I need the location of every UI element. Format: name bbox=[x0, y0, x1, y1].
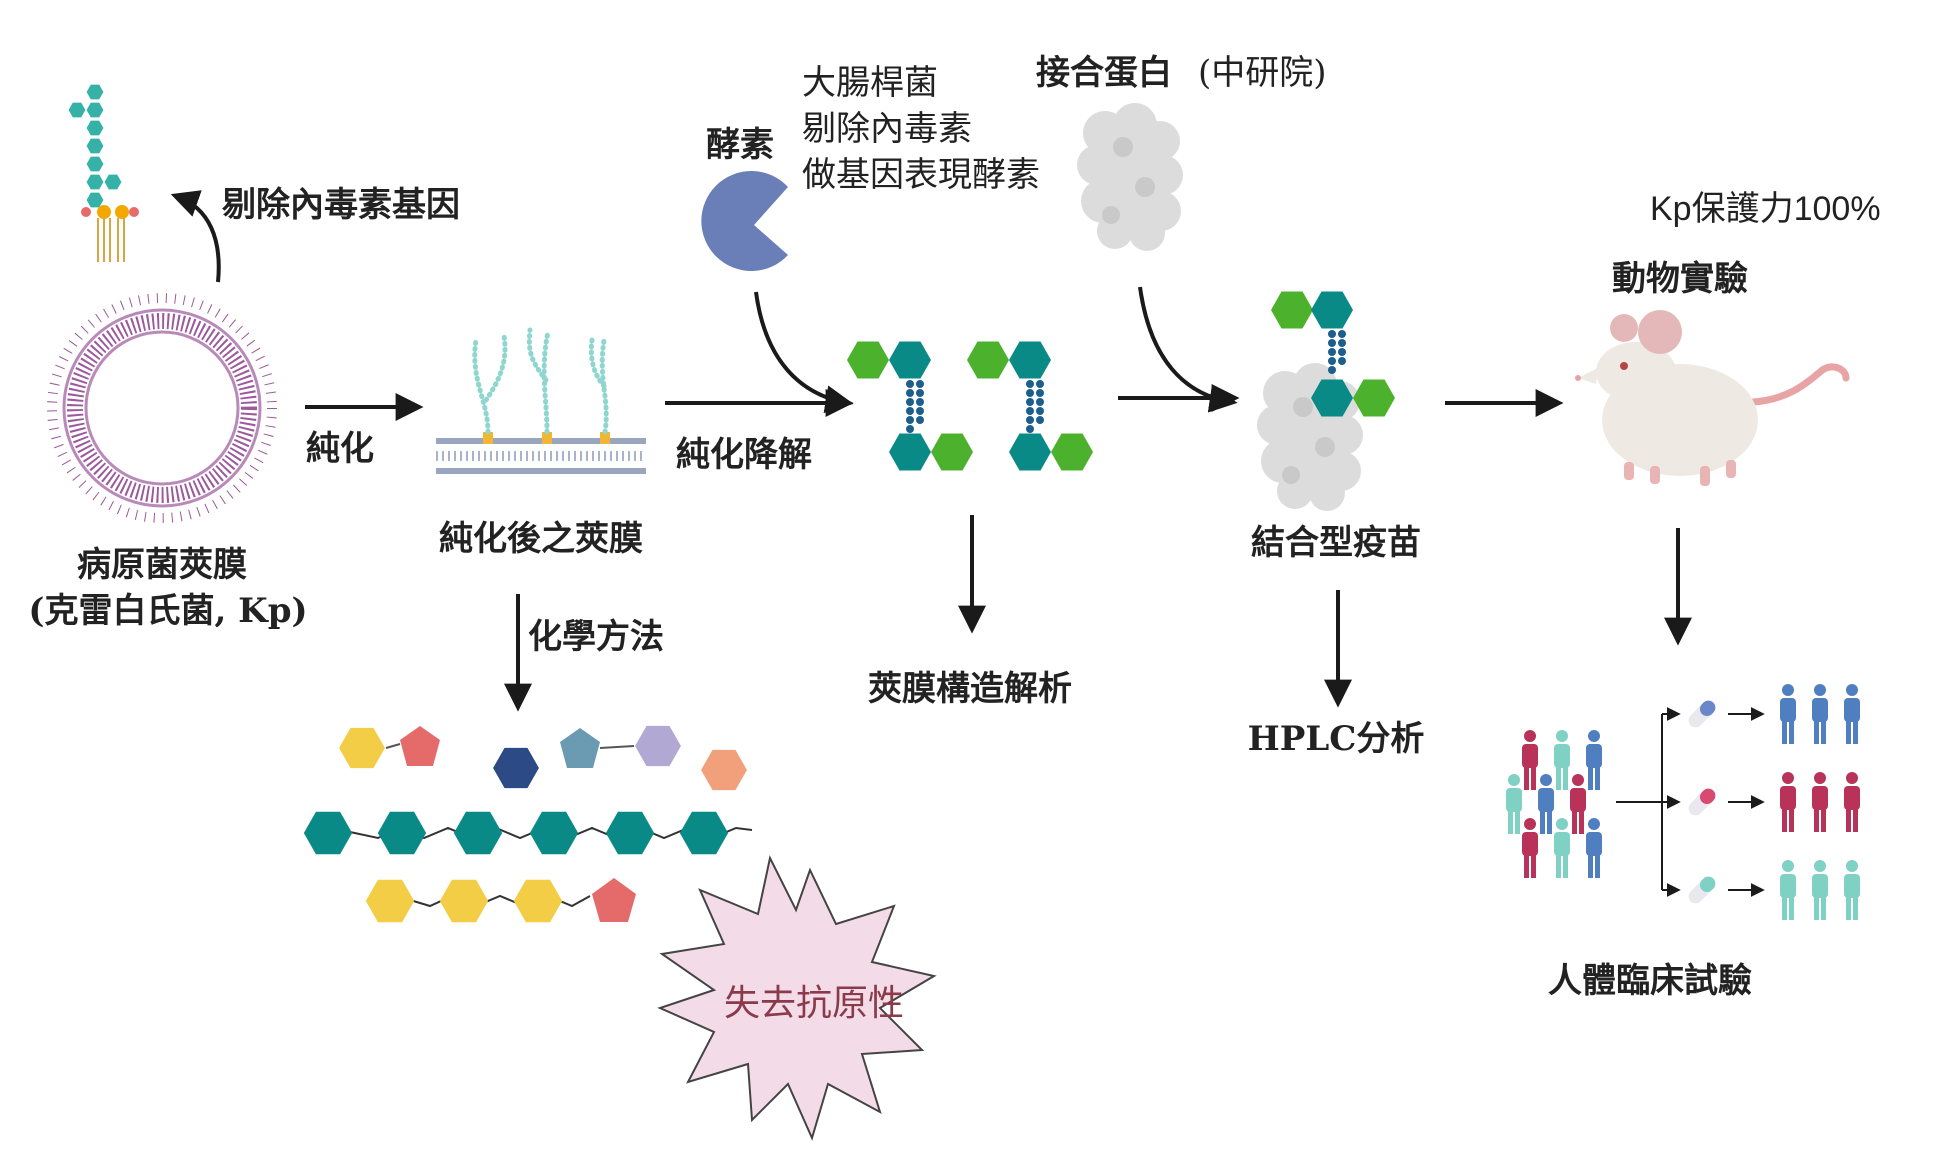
pathogen-capsule-subtitle: (克雷白氏菌, Kp) bbox=[28, 591, 308, 631]
pill-icons bbox=[1688, 700, 1716, 904]
chemical-method-label: 化學方法 bbox=[528, 617, 664, 657]
mint-group bbox=[1780, 860, 1860, 920]
loss-of-antigenicity-label: 失去抗原性 bbox=[723, 983, 905, 1024]
degraded-sugars bbox=[303, 725, 753, 923]
lps-molecule-icon bbox=[68, 84, 139, 262]
clinical-trial-icon bbox=[1506, 684, 1860, 920]
enzyme-arrow bbox=[754, 291, 854, 414]
remove-gene-arrow bbox=[170, 190, 221, 283]
mixed-crowd bbox=[1506, 730, 1602, 878]
enzyme-icon bbox=[701, 171, 788, 272]
carrier-protein-arrow bbox=[1138, 286, 1238, 413]
purify-label: 純化 bbox=[306, 429, 374, 469]
red-group bbox=[1780, 772, 1860, 832]
starburst-shape bbox=[657, 855, 937, 1141]
purified-capsule-label: 純化後之莢膜 bbox=[439, 519, 643, 559]
hplc-label: HPLC分析 bbox=[1247, 719, 1425, 759]
pathogen-capsule-icon bbox=[47, 293, 277, 523]
enzyme-source-line-3: 做基因表現酵素 bbox=[802, 155, 1040, 195]
purified-capsule-icon bbox=[436, 327, 646, 474]
carrier-protein-source: (中研院) bbox=[1198, 53, 1327, 93]
blue-group bbox=[1780, 684, 1860, 744]
mouse-icon bbox=[1575, 310, 1850, 486]
clinical-trial-label: 人體臨床試驗 bbox=[1548, 961, 1752, 1001]
remove-endotoxin-gene-label: 剔除內毒素基因 bbox=[222, 185, 460, 225]
enzyme-source-line-2: 剔除內毒素 bbox=[802, 109, 972, 149]
carrier-protein-label: 接合蛋白 bbox=[1036, 53, 1172, 93]
carrier-protein-icon bbox=[1077, 103, 1183, 251]
fragment-a bbox=[847, 341, 973, 471]
purify-degrade-label: 純化降解 bbox=[676, 435, 812, 475]
enzyme-source-line-1: 大腸桿菌 bbox=[802, 63, 938, 103]
animal-test-label: 動物實驗 bbox=[1612, 259, 1748, 299]
structure-analysis-label: 莢膜構造解析 bbox=[868, 669, 1072, 709]
fragment-b bbox=[967, 341, 1093, 471]
oligosaccharide-fragments bbox=[847, 341, 1093, 471]
conjugate-vaccine-icon bbox=[1257, 291, 1395, 511]
conjugate-vaccine-label: 結合型疫苗 bbox=[1251, 523, 1421, 563]
protection-result-label: Kp保護力100% bbox=[1650, 190, 1881, 228]
pathogen-capsule-label: 病原菌莢膜 bbox=[77, 545, 247, 585]
enzyme-label: 酵素 bbox=[706, 125, 774, 165]
